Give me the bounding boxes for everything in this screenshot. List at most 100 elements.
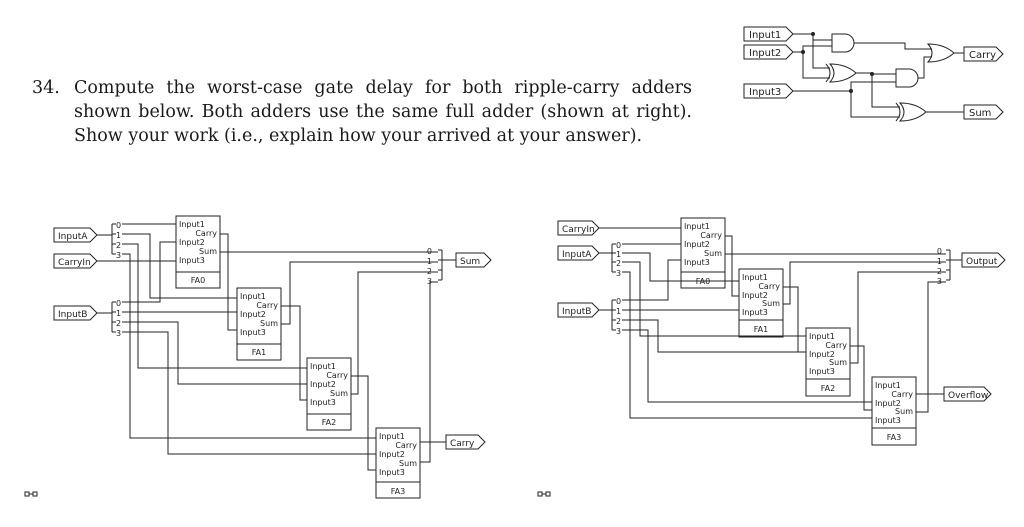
or-gate <box>926 43 955 63</box>
fa-input1-label: Input1 <box>749 30 781 41</box>
svg-text:Sum: Sum <box>762 299 780 308</box>
svg-text:FA1: FA1 <box>252 348 266 357</box>
svg-text:Output: Output <box>966 257 998 267</box>
svg-text:0: 0 <box>616 241 621 250</box>
svg-text:Input2: Input2 <box>875 399 901 408</box>
svg-text:Input1: Input1 <box>310 362 336 371</box>
svg-text:FA3: FA3 <box>391 487 405 496</box>
question-number: 34. <box>32 78 60 98</box>
svg-text:Carry: Carry <box>395 441 417 450</box>
svg-text:Input1: Input1 <box>379 432 405 441</box>
svg-text:Input1: Input1 <box>875 381 901 390</box>
svg-text:Input2: Input2 <box>179 238 205 247</box>
svg-text:Carry: Carry <box>700 231 722 240</box>
svg-text:Carry: Carry <box>758 282 780 291</box>
svg-text:0: 0 <box>616 297 621 306</box>
adder2-fa3: Input1 Carry Input2 Sum Input3 FA3 <box>871 376 917 446</box>
adder1-link-icon <box>24 491 38 497</box>
adder1-output-merger <box>438 249 456 281</box>
fa-wire-and1-or <box>854 42 932 50</box>
svg-text:InputB: InputB <box>562 307 591 317</box>
svg-text:Carry: Carry <box>450 439 475 449</box>
fa-input2-label: Input2 <box>749 48 781 59</box>
svg-text:3: 3 <box>616 327 621 336</box>
adder1-input-label: InputA <box>58 232 88 242</box>
question-text: Compute the worst-case gate delay for bo… <box>74 78 692 146</box>
adder2-splitter-a <box>599 243 616 273</box>
svg-text:Sum: Sum <box>829 358 847 367</box>
svg-text:0: 0 <box>937 247 942 256</box>
adder1-sum-pin <box>455 252 492 268</box>
fa-input2-pin <box>743 44 794 60</box>
adder2-wires <box>599 227 946 419</box>
svg-text:Carry: Carry <box>195 229 217 238</box>
question: 34. Compute the worst-case gate delay fo… <box>32 76 692 148</box>
xor-gate-2 <box>898 102 927 122</box>
fa-carry-label: Carry <box>969 50 996 61</box>
fa-junction <box>849 89 853 93</box>
svg-text:Input2: Input2 <box>379 450 405 459</box>
svg-text:Input3: Input3 <box>179 256 205 265</box>
adder1-input-pin <box>53 305 98 321</box>
fa-wire-xor1 <box>856 72 900 108</box>
svg-text:Input3: Input3 <box>379 468 405 477</box>
adder2-splitter-b <box>599 299 616 331</box>
fa-input1-pin <box>743 26 794 42</box>
adder1-fa2: Input1 Carry Input2 Sum Input3 FA2 <box>306 357 352 431</box>
and-gate-1 <box>831 33 855 53</box>
svg-text:Carry: Carry <box>891 390 913 399</box>
full-adder-diagram: Input1 Input2 Input3 Carry Sum <box>743 26 1004 122</box>
svg-text:FA2: FA2 <box>322 418 336 427</box>
svg-text:1: 1 <box>616 250 621 259</box>
svg-text:Input1: Input1 <box>809 332 835 341</box>
adder2-output-pin <box>961 252 1006 268</box>
and-gate-2 <box>895 68 919 88</box>
adder1-splitter-b <box>97 301 116 333</box>
svg-text:Overflow: Overflow <box>948 391 988 401</box>
fa-sum-pin <box>963 104 1004 120</box>
svg-text:1: 1 <box>116 309 121 318</box>
fa-junction <box>811 32 815 36</box>
svg-text:Input3: Input3 <box>310 398 336 407</box>
svg-text:Input2: Input2 <box>684 240 710 249</box>
svg-text:Input1: Input1 <box>742 273 768 282</box>
adder1-input-pin <box>53 253 98 269</box>
fa-wire-input3 <box>793 81 900 118</box>
adder1-input-label: InputB <box>58 310 87 320</box>
svg-text:FA1: FA1 <box>754 325 768 334</box>
svg-text:FA0: FA0 <box>191 276 205 285</box>
adder2-diagram: CarryIn InputA InputB 0 1 2 3 0 1 2 3 0 … <box>537 217 1006 497</box>
svg-text:FA3: FA3 <box>887 433 901 442</box>
adder1-splitter-a <box>97 223 116 255</box>
svg-text:Input1: Input1 <box>684 222 710 231</box>
svg-text:3: 3 <box>116 251 121 260</box>
svg-text:Sum: Sum <box>330 389 348 398</box>
adder1-fa0: Input1 Carry Input2 Sum Input3 FA0 <box>175 215 221 289</box>
adder1-fa1: Input1 Carry Input2 Sum Input3 FA1 <box>236 287 282 361</box>
adder2-fa0: Input1 Carry Input2 Sum Input3 FA0 <box>680 217 726 289</box>
svg-text:Input2: Input2 <box>310 380 336 389</box>
svg-text:2: 2 <box>616 317 621 326</box>
fa-sum-label: Sum <box>969 108 991 119</box>
svg-text:FA2: FA2 <box>821 384 835 393</box>
adder2-input-pin <box>557 302 600 318</box>
adder1-carry-pin <box>445 434 486 450</box>
svg-text:2: 2 <box>616 259 621 268</box>
svg-text:Input3: Input3 <box>742 308 768 317</box>
svg-text:3: 3 <box>427 277 432 286</box>
svg-text:3: 3 <box>116 329 121 338</box>
adder2-fa2: Input1 Carry Input2 Sum Input3 FA2 <box>805 327 851 397</box>
fa-carry-pin <box>963 46 1004 62</box>
svg-text:Input3: Input3 <box>240 328 266 337</box>
svg-text:2: 2 <box>116 319 121 328</box>
fa-junction <box>870 72 874 76</box>
svg-text:Sum: Sum <box>260 319 278 328</box>
svg-text:InputA: InputA <box>562 250 592 260</box>
adder2-input-pin <box>557 245 600 261</box>
svg-text:2: 2 <box>116 241 121 250</box>
adder1-diagram: InputA CarryIn InputB 0 1 2 3 0 1 2 3 0 … <box>24 215 492 499</box>
adder1-wires <box>97 223 446 471</box>
svg-text:Input2: Input2 <box>809 350 835 359</box>
adder2-overflow-pin <box>943 386 992 402</box>
